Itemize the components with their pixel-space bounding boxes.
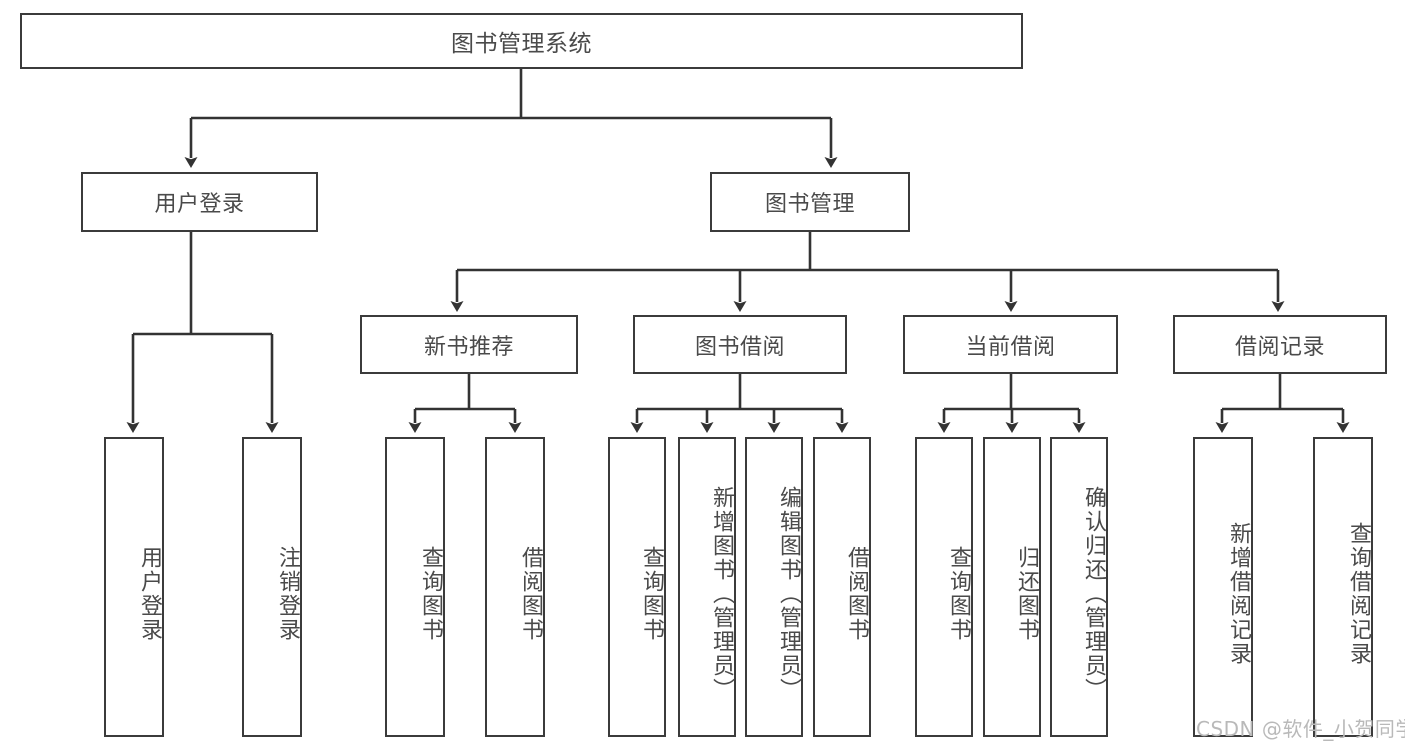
node-root-system[interactable]: 图书管理系统 xyxy=(20,13,1023,69)
node-label: 借阅图书 xyxy=(518,546,543,642)
node-label: 用户登录 xyxy=(154,192,245,217)
node-label: 图书管理系统 xyxy=(451,31,592,57)
node-label: 借阅图书 xyxy=(844,546,869,642)
csdn-watermark: CSDN @软件_小贺同学 xyxy=(1196,717,1405,741)
node-label: 图书管理 xyxy=(764,192,855,217)
node-label: 图书借阅 xyxy=(694,334,785,360)
node-leaf-query-book-2[interactable]: 查询图书 xyxy=(608,437,666,737)
node-label: 查询图书 xyxy=(946,546,971,642)
node-label: 归还图书 xyxy=(1014,546,1039,642)
node-leaf-add-record[interactable]: 新增借阅记录 xyxy=(1193,437,1253,737)
node-leaf-add-book[interactable]: 新增图书（管理员） xyxy=(678,437,736,737)
node-leaf-query-book-3[interactable]: 查询图书 xyxy=(915,437,973,737)
node-label: 新书推荐 xyxy=(423,334,514,360)
node-label: 确认归还（管理员） xyxy=(1081,486,1106,702)
node-new-book-recommend[interactable]: 新书推荐 xyxy=(360,315,578,374)
node-leaf-user-login[interactable]: 用户登录 xyxy=(104,437,164,737)
node-leaf-borrow-book-2[interactable]: 借阅图书 xyxy=(813,437,871,737)
node-label: 查询图书 xyxy=(418,546,443,642)
node-label: 用户登录 xyxy=(137,546,162,642)
node-leaf-query-record[interactable]: 查询借阅记录 xyxy=(1313,437,1373,737)
node-leaf-user-logout[interactable]: 注销登录 xyxy=(242,437,302,737)
node-user-login[interactable]: 用户登录 xyxy=(81,172,318,232)
node-leaf-edit-book[interactable]: 编辑图书（管理员） xyxy=(745,437,803,737)
node-leaf-borrow-book-1[interactable]: 借阅图书 xyxy=(485,437,545,737)
node-label: 当前借阅 xyxy=(965,334,1056,360)
node-label: 查询借阅记录 xyxy=(1346,522,1371,666)
node-label: 编辑图书（管理员） xyxy=(776,486,801,702)
node-leaf-return-book[interactable]: 归还图书 xyxy=(983,437,1041,737)
node-book-borrow[interactable]: 图书借阅 xyxy=(633,315,847,374)
node-label: 查询图书 xyxy=(639,546,664,642)
node-label: 借阅记录 xyxy=(1234,334,1325,360)
node-leaf-query-book-1[interactable]: 查询图书 xyxy=(385,437,445,737)
node-borrow-record[interactable]: 借阅记录 xyxy=(1173,315,1387,374)
node-label: 注销登录 xyxy=(275,546,300,642)
node-leaf-confirm-return[interactable]: 确认归还（管理员） xyxy=(1050,437,1108,737)
node-label: 新增借阅记录 xyxy=(1226,522,1251,666)
node-current-borrow[interactable]: 当前借阅 xyxy=(903,315,1118,374)
node-book-management[interactable]: 图书管理 xyxy=(710,172,910,232)
node-label: 新增图书（管理员） xyxy=(709,486,734,702)
